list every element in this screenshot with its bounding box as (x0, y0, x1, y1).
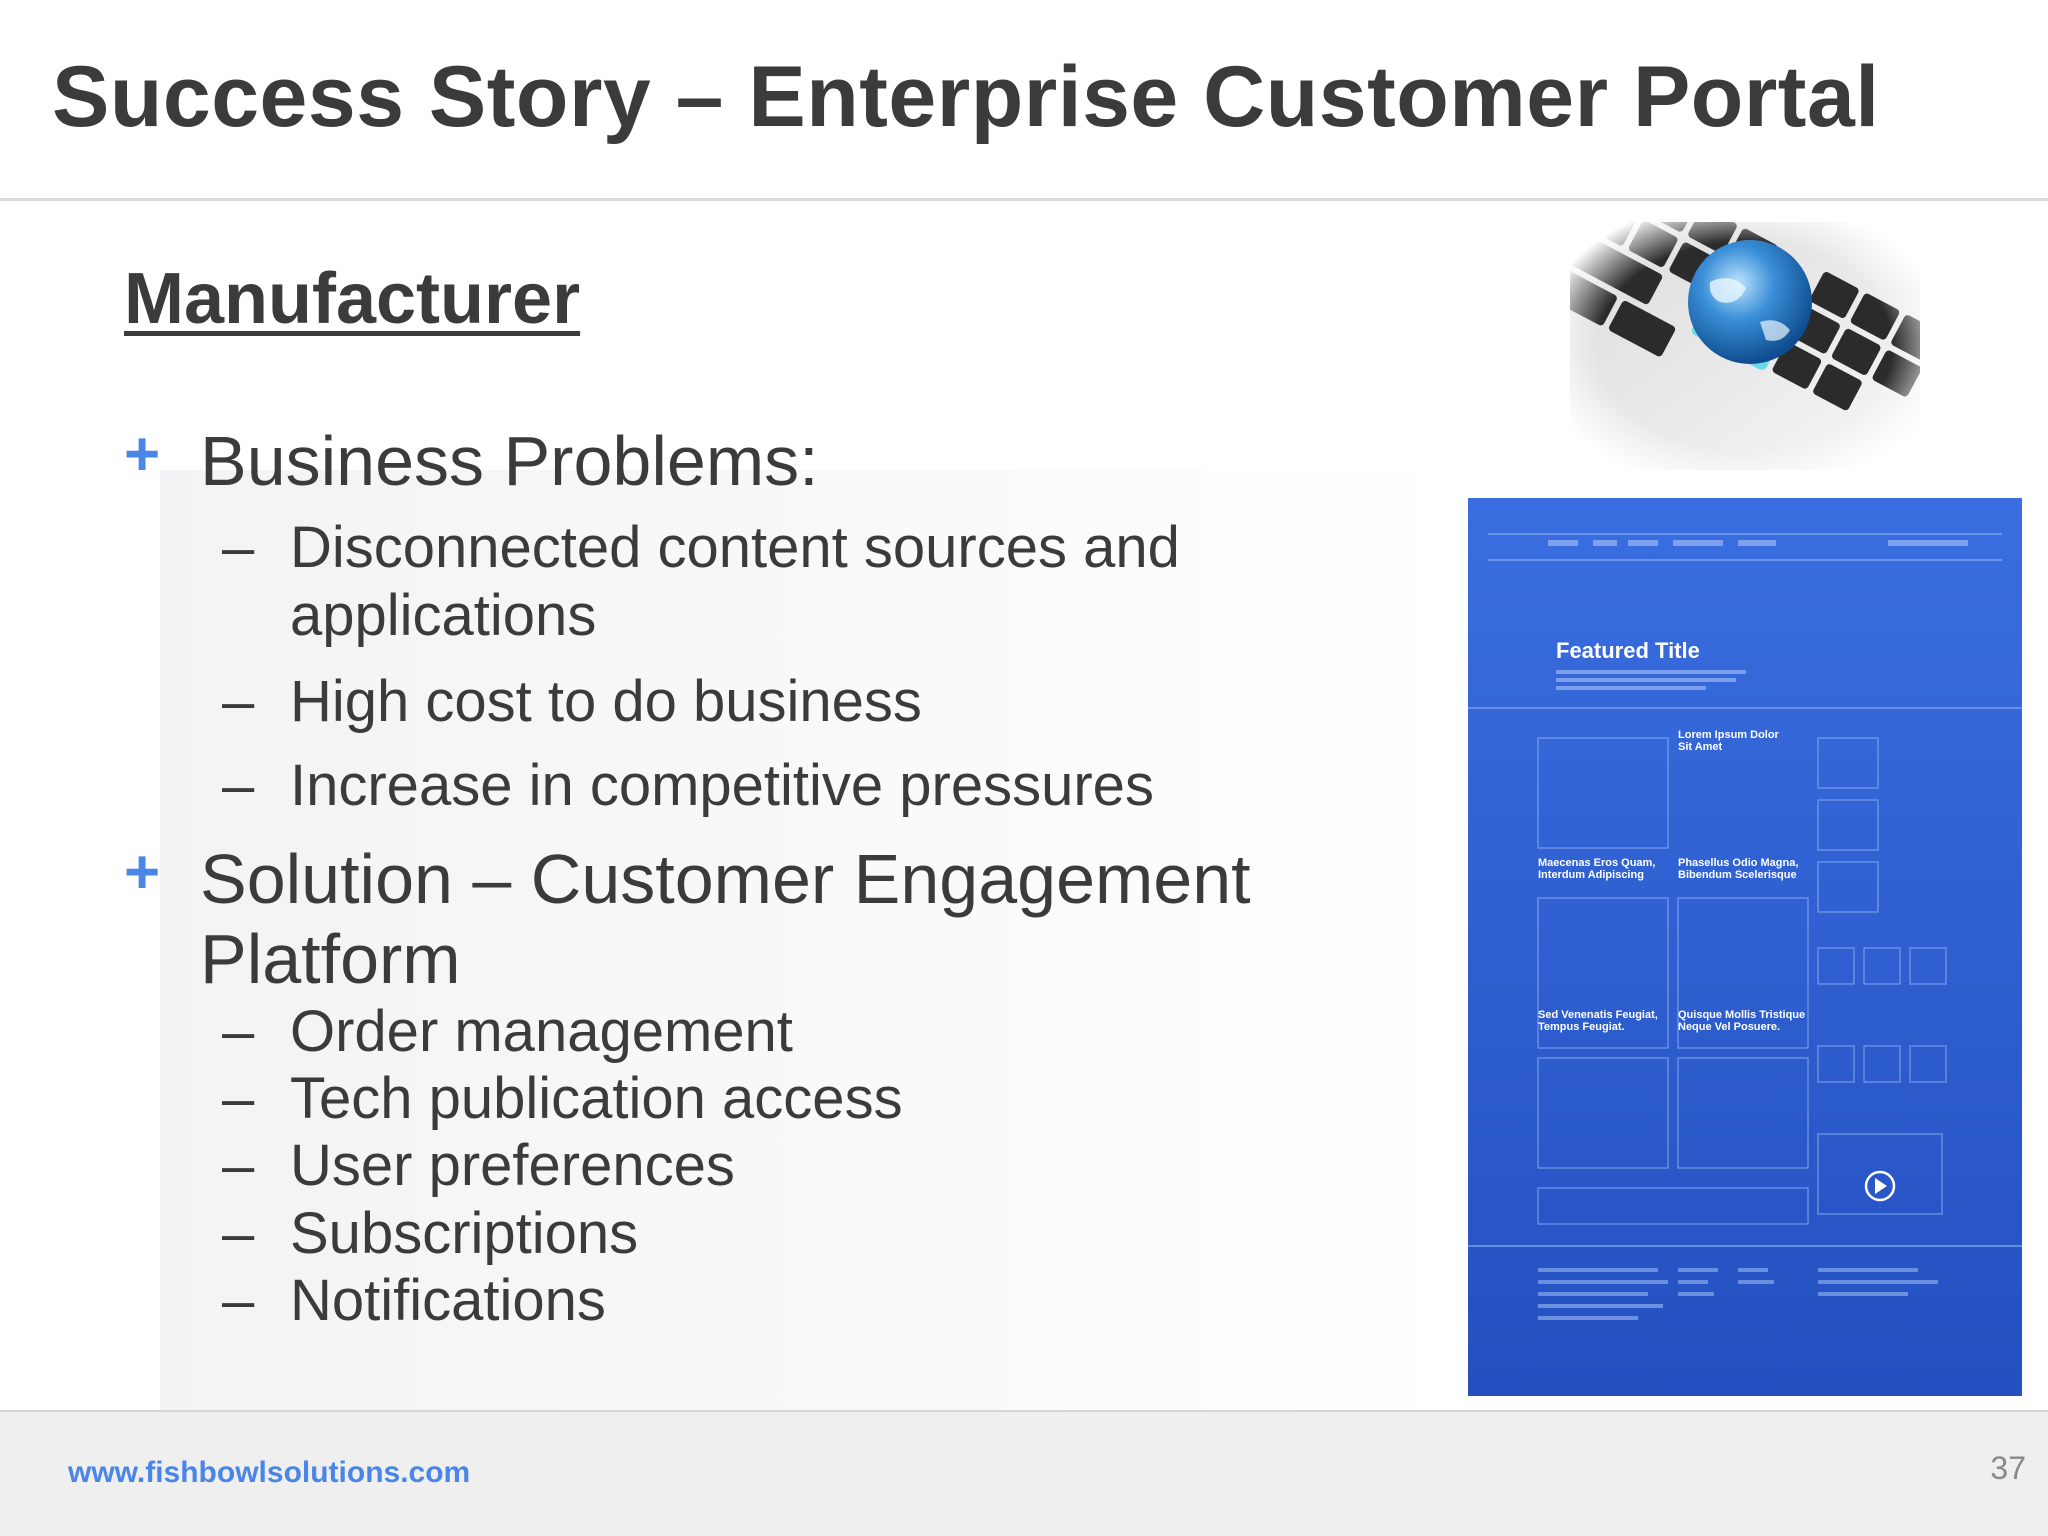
sub-item-text: Notifications (290, 1268, 606, 1333)
mockup-featured-title: Featured Title (1556, 638, 1700, 663)
dash-marker: – (222, 515, 255, 580)
dash-marker: – (222, 669, 255, 734)
dash-marker: – (222, 1268, 255, 1333)
dash-marker: – (222, 999, 255, 1064)
mockup-headline: Neque Vel Posuere. (1678, 1021, 1780, 1033)
mockup-headline: Lorem Ipsum Dolor (1678, 729, 1780, 741)
mockup-headline: Maecenas Eros Quam, (1538, 857, 1655, 869)
mockup-headline: Tempus Feugiat. (1538, 1021, 1625, 1033)
plus-bullet-icon: + (124, 420, 161, 489)
content-background (160, 470, 1460, 1410)
mockup-headline: Sit Amet (1678, 741, 1723, 753)
bullet-label: Business Problems: (200, 422, 819, 500)
sub-item-text: User preferences (290, 1133, 735, 1198)
dash-marker: – (222, 753, 255, 818)
mockup-headline: Quisque Mollis Tristique (1678, 1009, 1805, 1021)
dash-marker: – (222, 1201, 255, 1266)
bullet-label: Solution – Customer Engagement (200, 840, 1251, 918)
page-number: 37 (1990, 1450, 2026, 1486)
dash-marker: – (222, 1133, 255, 1198)
sub-item-text: High cost to do business (290, 669, 922, 734)
bullet-label: Platform (200, 920, 461, 998)
keyboard-globe-image (1570, 222, 1920, 470)
dash-marker: – (222, 1066, 255, 1131)
mockup-headline: Phasellus Odio Magna, (1678, 857, 1798, 869)
sub-item-text: applications (290, 583, 597, 648)
sub-item-text: Increase in competitive pressures (290, 753, 1154, 818)
slide-footer (0, 1410, 2048, 1536)
mockup-headline: Bibendum Scelerisque (1678, 869, 1797, 881)
sub-item-text: Disconnected content sources and (290, 515, 1180, 580)
plus-bullet-icon: + (124, 838, 161, 907)
website-link[interactable]: www.fishbowlsolutions.com (68, 1456, 471, 1489)
slide-title: Success Story – Enterprise Customer Port… (52, 49, 1880, 145)
slide-header: Success Story – Enterprise Customer Port… (0, 0, 2048, 201)
sub-item-text: Tech publication access (290, 1066, 903, 1131)
mockup-headline: Sed Venenatis Feugiat, (1538, 1009, 1658, 1021)
slide-subtitle: Manufacturer (124, 259, 581, 339)
sub-item-text: Subscriptions (290, 1201, 639, 1266)
mockup-headline: Interdum Adipiscing (1538, 869, 1644, 881)
website-mockup-image: Featured Title Lorem (1468, 498, 2022, 1396)
sub-item-text: Order management (290, 999, 793, 1064)
